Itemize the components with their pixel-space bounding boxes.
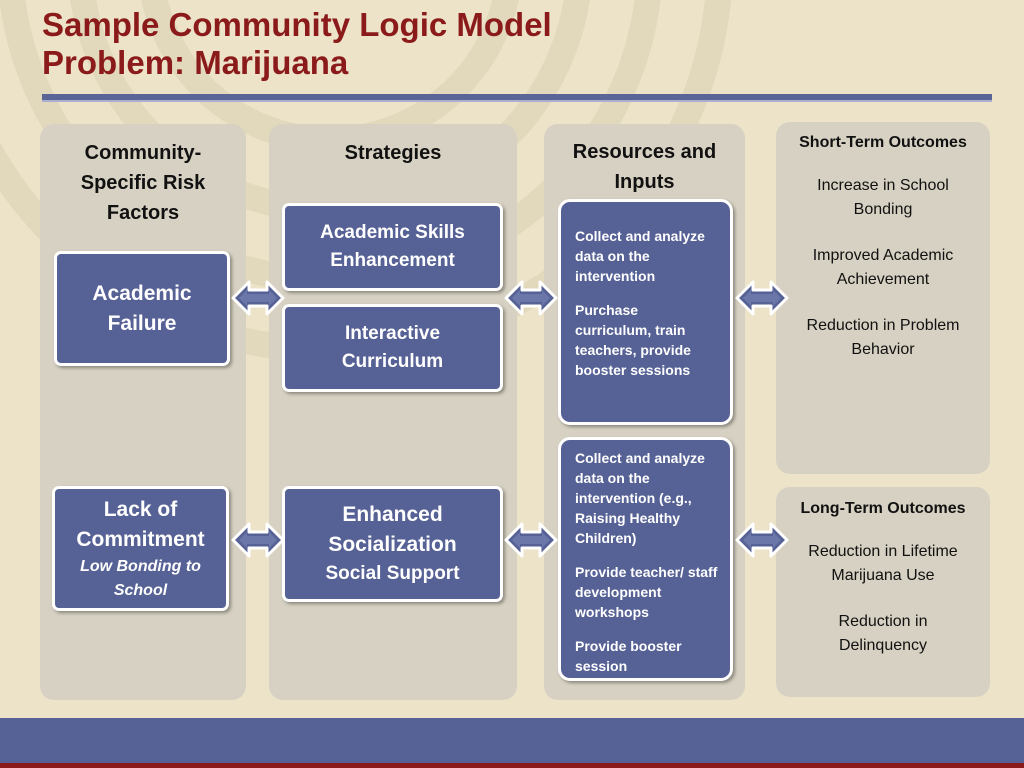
footer-bar (0, 718, 1024, 768)
short-term-outcomes: Short-Term Outcomes Increase in School B… (784, 134, 982, 362)
outcome-item: Reduction in Lifetime Marijuana Use (808, 543, 958, 584)
strategy-box-subtitle: Social Support (325, 563, 460, 584)
resource-item: Purchase curriculum, train teachers, pro… (575, 302, 691, 378)
risk-box-title: Lack of Commitment (76, 497, 205, 551)
title-line-2: Problem: Marijuana (42, 44, 349, 81)
title-divider (42, 94, 992, 102)
outcome-item: Reduction in Delinquency (838, 613, 928, 654)
double-arrow-icon (231, 280, 285, 316)
risk-factors-heading: Community- Specific Risk Factors (80, 142, 206, 224)
strategy-box-academic-skills: Academic Skills Enhancement (282, 203, 503, 291)
short-term-outcomes-panel (776, 122, 990, 474)
strategy-box-interactive-curriculum: Interactive Curriculum (282, 304, 503, 392)
outcome-item: Increase in School Bonding (817, 177, 949, 218)
resources-box-2: Collect and analyze data on the interven… (558, 437, 733, 681)
long-term-outcomes-panel (776, 487, 990, 697)
long-term-outcomes-title: Long-Term Outcomes (800, 500, 966, 517)
outcome-item: Reduction in Problem Behavior (806, 317, 960, 358)
resource-item: Collect and analyze data on the interven… (575, 450, 705, 546)
double-arrow-icon (504, 280, 558, 316)
resource-item: Provide booster session (575, 638, 682, 674)
outcome-item: Improved Academic Achievement (812, 247, 954, 288)
strategy-box-title: Enhanced Socialization (328, 503, 457, 556)
double-arrow-icon (231, 522, 285, 558)
strategy-box-label: Interactive Curriculum (341, 323, 444, 372)
resource-item: Provide teacher/ staff development works… (575, 564, 718, 620)
risk-box-lack-of-commitment: Lack of Commitment Low Bonding to School (52, 486, 229, 611)
slide-title: Sample Community Logic Model Problem: Ma… (42, 6, 552, 82)
resource-item: Collect and analyze data on the interven… (575, 228, 705, 284)
resources-heading: Resources and Inputs (572, 141, 717, 193)
resources-box-1: Collect and analyze data on the interven… (558, 199, 733, 425)
strategy-box-label: Academic Skills Enhancement (320, 222, 465, 271)
footer-accent-line (0, 763, 1024, 768)
long-term-outcomes: Long-Term Outcomes Reduction in Lifetime… (784, 500, 982, 658)
double-arrow-icon (735, 280, 789, 316)
risk-box-academic-failure: Academic Failure (54, 251, 230, 366)
double-arrow-icon (735, 522, 789, 558)
short-term-outcomes-title: Short-Term Outcomes (799, 134, 967, 151)
strategy-box-enhanced-socialization: Enhanced Socialization Social Support (282, 486, 503, 602)
strategies-heading: Strategies (344, 142, 442, 164)
risk-box-label: Academic Failure (92, 281, 192, 335)
risk-box-subtitle: Low Bonding to School (80, 557, 201, 599)
double-arrow-icon (504, 522, 558, 558)
title-line-1: Sample Community Logic Model (42, 6, 552, 43)
